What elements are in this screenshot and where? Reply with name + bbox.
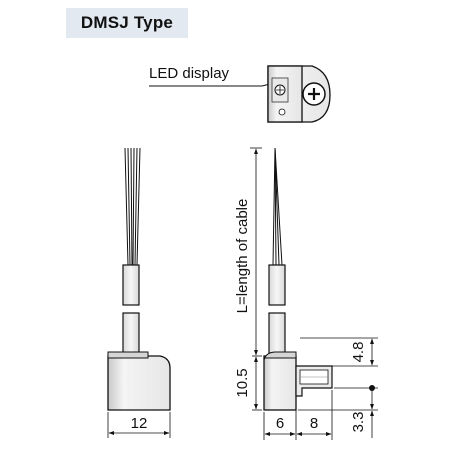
switch-top-view [267,65,331,123]
dim-width-left: 6 [276,415,284,432]
page-title: DMSJ Type [80,13,174,32]
dim-height-top: 4.8 [350,342,367,363]
dim-height-total: 10.5 [234,368,251,397]
dim-body-width: 12 [131,415,148,432]
lead-wires-left [124,147,141,266]
cable-sleeve-left [122,264,140,306]
dim-height-bottom: 3.3 [350,412,367,433]
sensor-body-left [107,355,171,411]
side-view-right: L=length of cable 10.5 4.8 [234,147,378,440]
dim-cable-length: L=length of cable [234,199,251,314]
led-display-callout: LED display [149,65,331,123]
dim-width-right: 8 [310,415,318,432]
sensor-body-right [263,351,333,411]
cable-right [268,312,286,358]
lead-wires-right [272,147,283,266]
cable-left [122,312,140,356]
side-view-left: 12 [107,147,171,438]
cable-sleeve-right [268,264,286,306]
led-display-label: LED display [149,65,230,82]
title-badge: DMSJ Type [66,8,188,38]
